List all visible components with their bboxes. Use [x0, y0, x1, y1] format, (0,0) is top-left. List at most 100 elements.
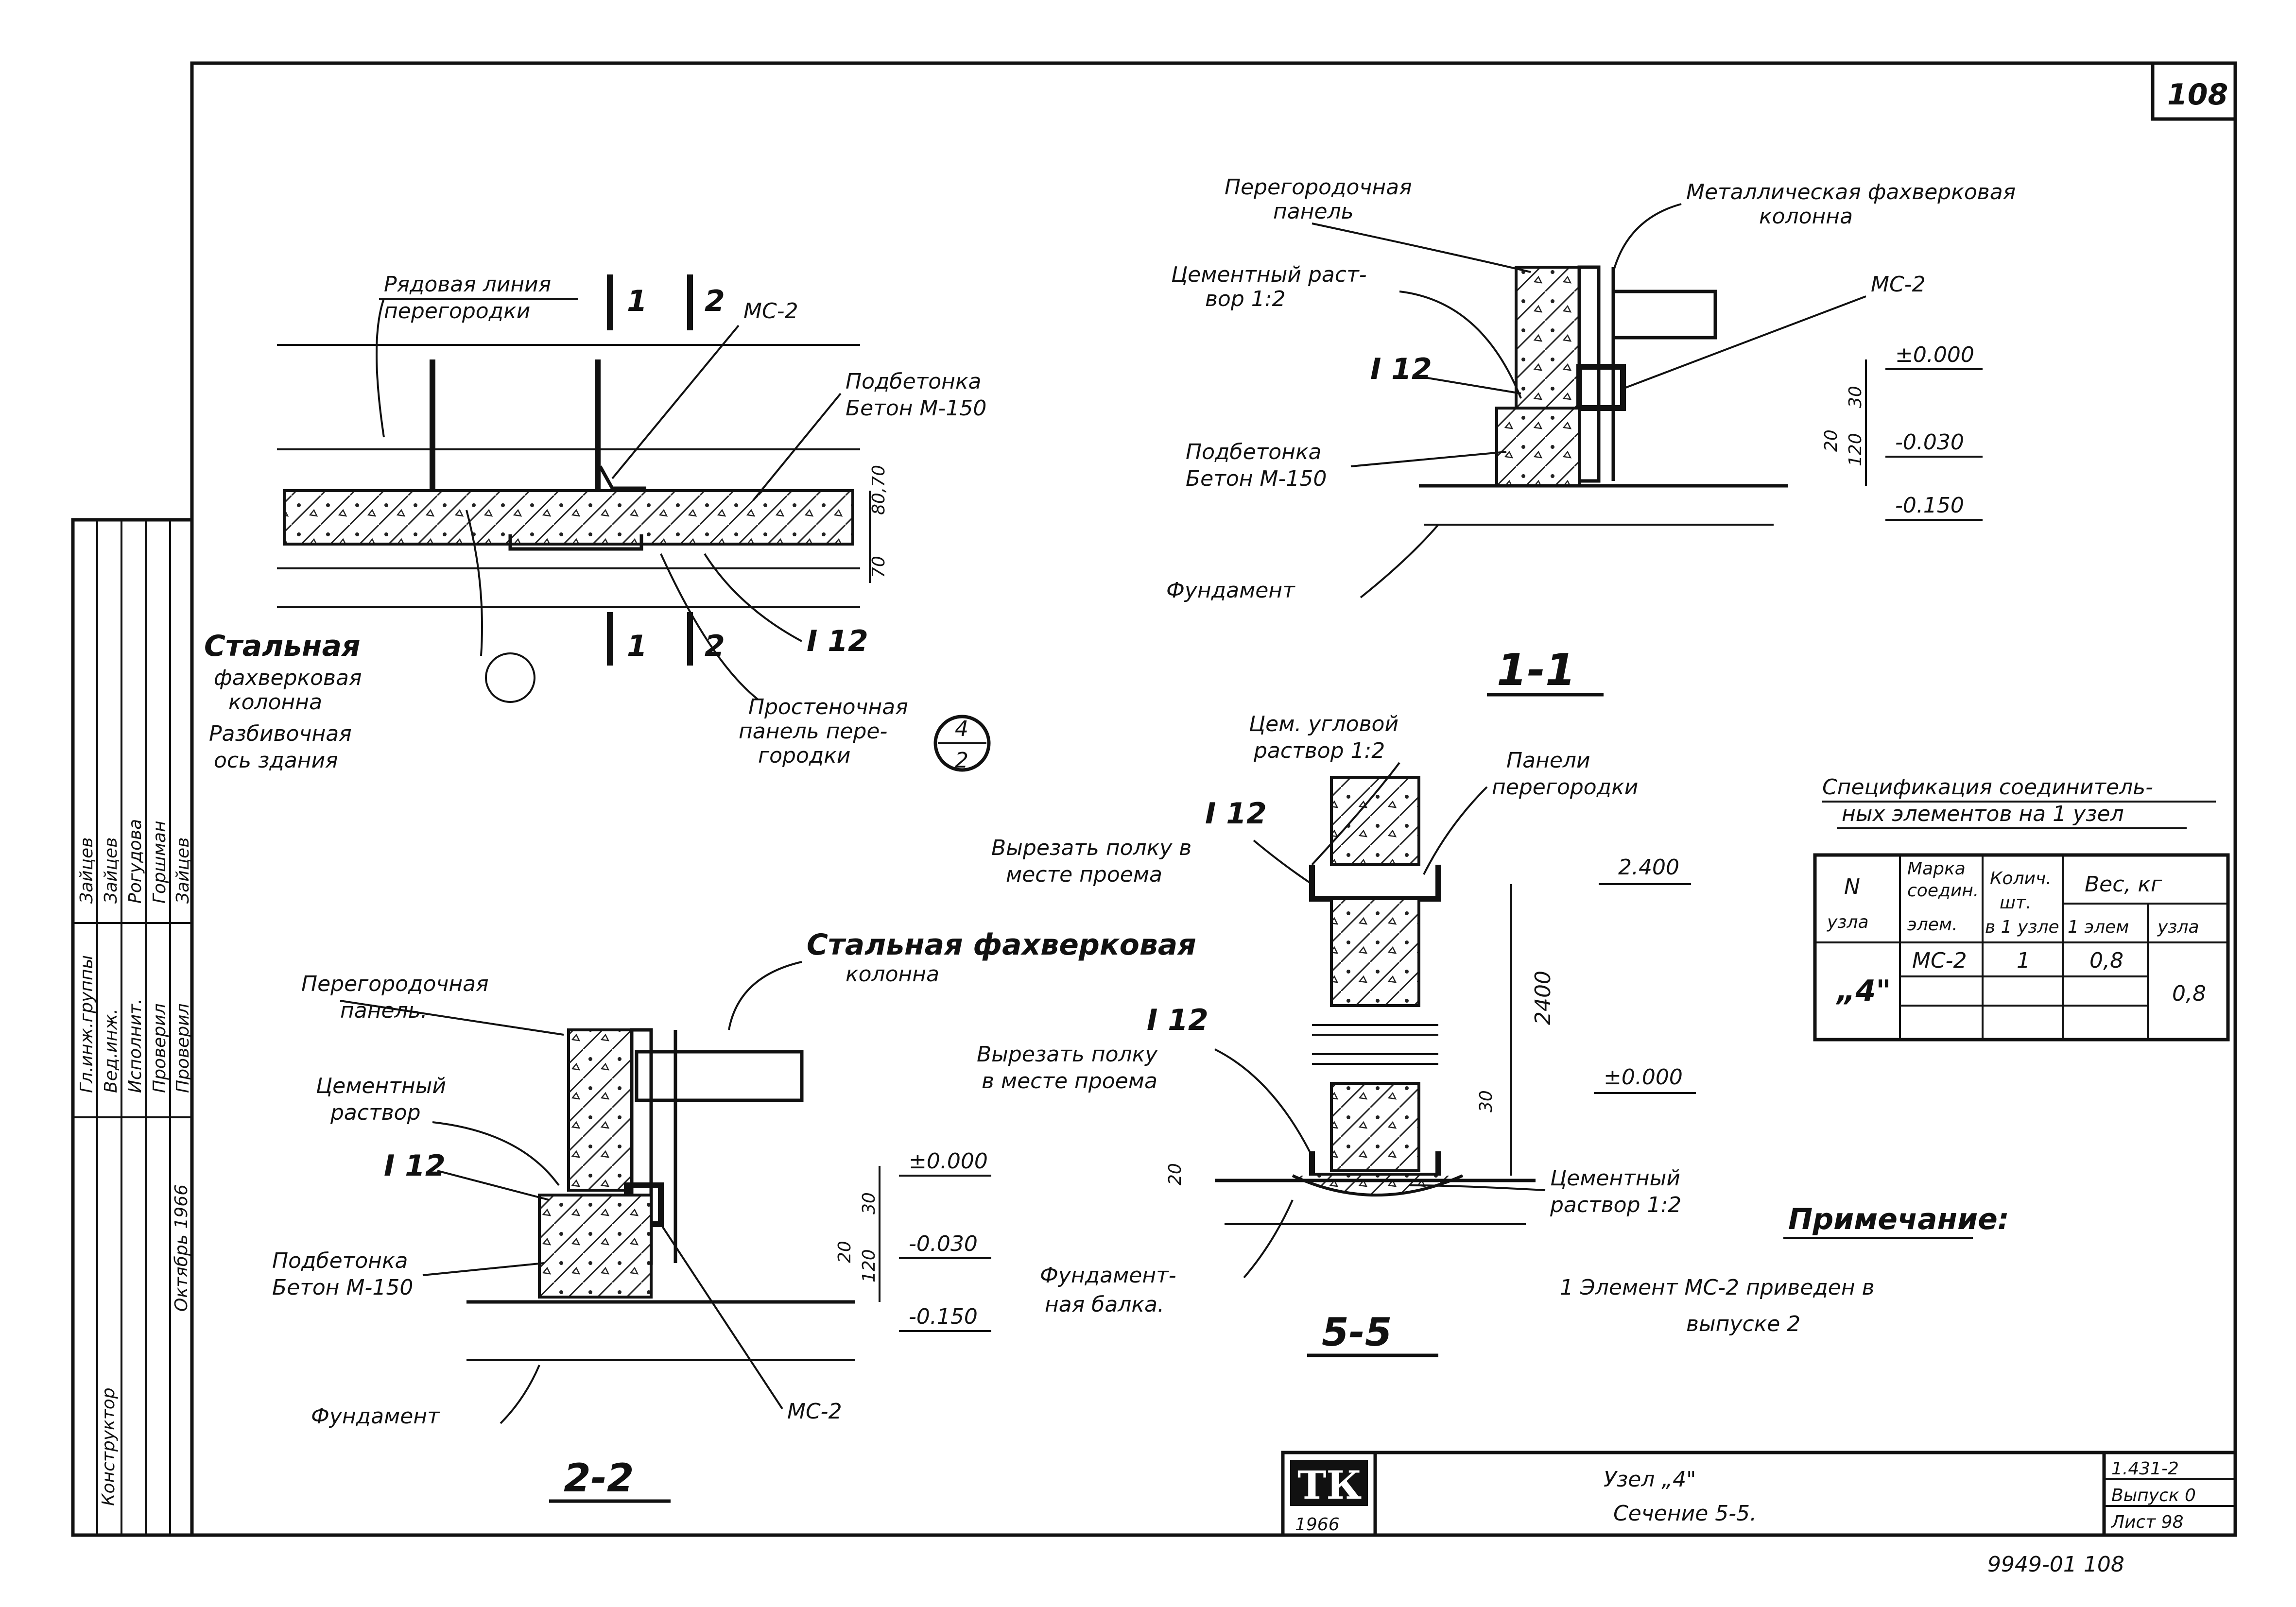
s22-dim-c: 20: [835, 1241, 855, 1263]
spec-h-mark-2: соедин.: [1907, 881, 1979, 901]
section-2-2: Перегородочная панель. Стальная фахверко…: [272, 928, 1196, 1503]
spec-h-weight-node: узла: [2157, 917, 2199, 937]
plan-label-steel-column: Стальная: [204, 629, 361, 663]
spec-h-node-2: узла: [1827, 912, 1869, 932]
s22-column-flange: [635, 1050, 804, 1102]
callout-top: 4: [955, 717, 968, 741]
s55-label-i12-top: I 12: [1205, 797, 1267, 831]
cut-label-1-top: 1: [627, 284, 647, 318]
s22-label-foundation: Фундамент: [311, 1404, 440, 1429]
spec-title-2: ных элементов на 1 узел: [1842, 802, 2124, 826]
s11-dim-a: 30: [1846, 386, 1865, 408]
s22-level-2: -0.150: [909, 1304, 978, 1329]
s22-level-0: ±0.000: [909, 1149, 988, 1174]
plan-view: 1 2 1 2 80,70 70 Рядовая линия перегород…: [204, 272, 991, 773]
s22-dim-a: 30: [859, 1192, 879, 1214]
spec-h-qty: Колич.: [1990, 869, 2052, 889]
s11-column-flange: [1611, 290, 1717, 340]
s11-level-0: ±0.000: [1895, 342, 1974, 367]
spec-h-qty-2: шт.: [2000, 893, 2031, 913]
plan-label-concrete: Подбетонка: [846, 369, 982, 394]
s11-label-i12: I 12: [1370, 352, 1432, 386]
cut-label-1-bottom: 1: [627, 629, 647, 663]
plan-concrete-strip: [283, 489, 854, 546]
callout-circle: [933, 715, 991, 772]
s55-lower-panel: [1330, 1082, 1420, 1172]
s22-label-cement-2: раствор: [330, 1100, 421, 1125]
spec-row-qty: 1: [2017, 948, 2030, 973]
plan-label-joint: Рядовая линия: [384, 272, 551, 297]
note-title: Примечание:: [1788, 1202, 2009, 1236]
s55-level-top: 2.400: [1618, 855, 1679, 880]
stamp-date: Октябрь 1966: [172, 1184, 191, 1312]
s11-label-partition: Перегородочная: [1225, 175, 1412, 200]
spec-row-weight-elem: 0,8: [2089, 948, 2123, 973]
s55-label-foundation: Фундамент-: [1040, 1263, 1176, 1288]
s55-label-cement-angle-2: раствор 1:2: [1253, 738, 1385, 763]
s55-title: 5-5: [1322, 1310, 1392, 1355]
s11-label-metal-column: Металлическая фахверковая: [1686, 180, 2016, 205]
s55-top-channel: [1309, 865, 1441, 902]
stamp-name-4: Горшман: [150, 821, 170, 904]
spec-h-mark-3: элем.: [1907, 915, 1958, 935]
s55-label-cut-top-2: месте проема: [1006, 862, 1162, 887]
s22-label-i12: I 12: [384, 1149, 446, 1183]
stamp-name-2: Зайцев: [101, 838, 121, 904]
stamp-name-5: Зайцев: [173, 838, 193, 904]
side-stamp-frame: [71, 518, 194, 1537]
s55-label-i12-bottom: I 12: [1147, 1003, 1208, 1037]
cut-label-2-bottom: 2: [705, 629, 725, 663]
title-text-1: Узел „4": [1604, 1467, 1696, 1492]
section-1-1: Перегородочная панель Металлическая фахв…: [1166, 175, 2016, 697]
s55-level-0: ±0.000: [1604, 1065, 1683, 1090]
plan-label-partition: перегородки: [384, 299, 530, 324]
s22-title: 2-2: [564, 1455, 634, 1501]
s55-label-cement-bottom: Цементный: [1550, 1166, 1680, 1191]
plan-label-concrete-2: Бетон М-150: [846, 396, 986, 421]
side-stamp: Конструктор Октябрь 1966 Гл.инж.группы З…: [71, 518, 194, 1537]
s22-partition-panel: [567, 1028, 633, 1192]
cut-label-2-top: 2: [705, 284, 725, 318]
s22-concrete-block: [538, 1194, 653, 1299]
spec-h-weight: Вес, кг: [2085, 872, 2162, 897]
s11-concrete-block: [1495, 407, 1581, 487]
s22-label-partition: Перегородочная: [301, 972, 489, 996]
s55-label-foundation-2: ная балка.: [1045, 1292, 1164, 1317]
plan-label-i12: I 12: [807, 624, 868, 658]
drawing-number: 9949-01 108: [1987, 1552, 2124, 1577]
plan-channel-i12: [508, 534, 643, 551]
s55-dim-left: 20: [1165, 1163, 1185, 1185]
s22-label-steel-column-2: колонна: [846, 962, 939, 987]
stamp-name-3: Рогудова: [125, 819, 145, 904]
s55-label-cement-bottom-2: раствор 1:2: [1550, 1193, 1681, 1217]
s11-label-partition-2: панель: [1273, 199, 1354, 224]
plan-dim-1: 80,70: [869, 465, 889, 515]
s55-upper-panel: [1330, 776, 1420, 866]
spec-row-mark: МС-2: [1912, 948, 1967, 973]
note-text-1: 1 Элемент МС-2 приведен в: [1560, 1275, 1875, 1300]
title-text-2: Сечение 5-5.: [1613, 1501, 1757, 1526]
s22-label-steel-column: Стальная фахверковая: [807, 928, 1196, 962]
plan-label-wall-panel-2: панель пере-: [739, 719, 887, 744]
title-sheet: Лист 98: [2110, 1512, 2183, 1532]
spec-h-mark: Марка: [1907, 859, 1966, 879]
spec-h-node: N: [1844, 874, 1860, 899]
spec-table-frame: [1813, 853, 2230, 1042]
s55-label-cement-angle: Цем. угловой: [1249, 712, 1398, 736]
s11-partition-panel: [1515, 266, 1581, 410]
s55-label-panels: Панели: [1506, 748, 1590, 773]
stamp-role-5: Проверил: [173, 1003, 193, 1093]
s22-label-cement: Цементный: [316, 1074, 446, 1098]
callout-bottom: 2: [955, 748, 968, 773]
title-year: 1966: [1295, 1515, 1340, 1535]
s55-label-cut-top: Вырезать полку в: [991, 836, 1191, 860]
s55-label-cut-bottom: Вырезать полку: [977, 1042, 1158, 1067]
s11-dim-b: 120: [1846, 433, 1865, 466]
s22-dim-b: 120: [859, 1249, 879, 1282]
note-text-2: выпуске 2: [1686, 1312, 1800, 1336]
plan-label-axis-2: ось здания: [214, 748, 338, 773]
s22-label-concrete-2: Бетон М-150: [272, 1275, 413, 1300]
spec-title: Спецификация соединитель-: [1822, 775, 2153, 800]
s11-label-metal-column-2: колонна: [1759, 204, 1853, 229]
